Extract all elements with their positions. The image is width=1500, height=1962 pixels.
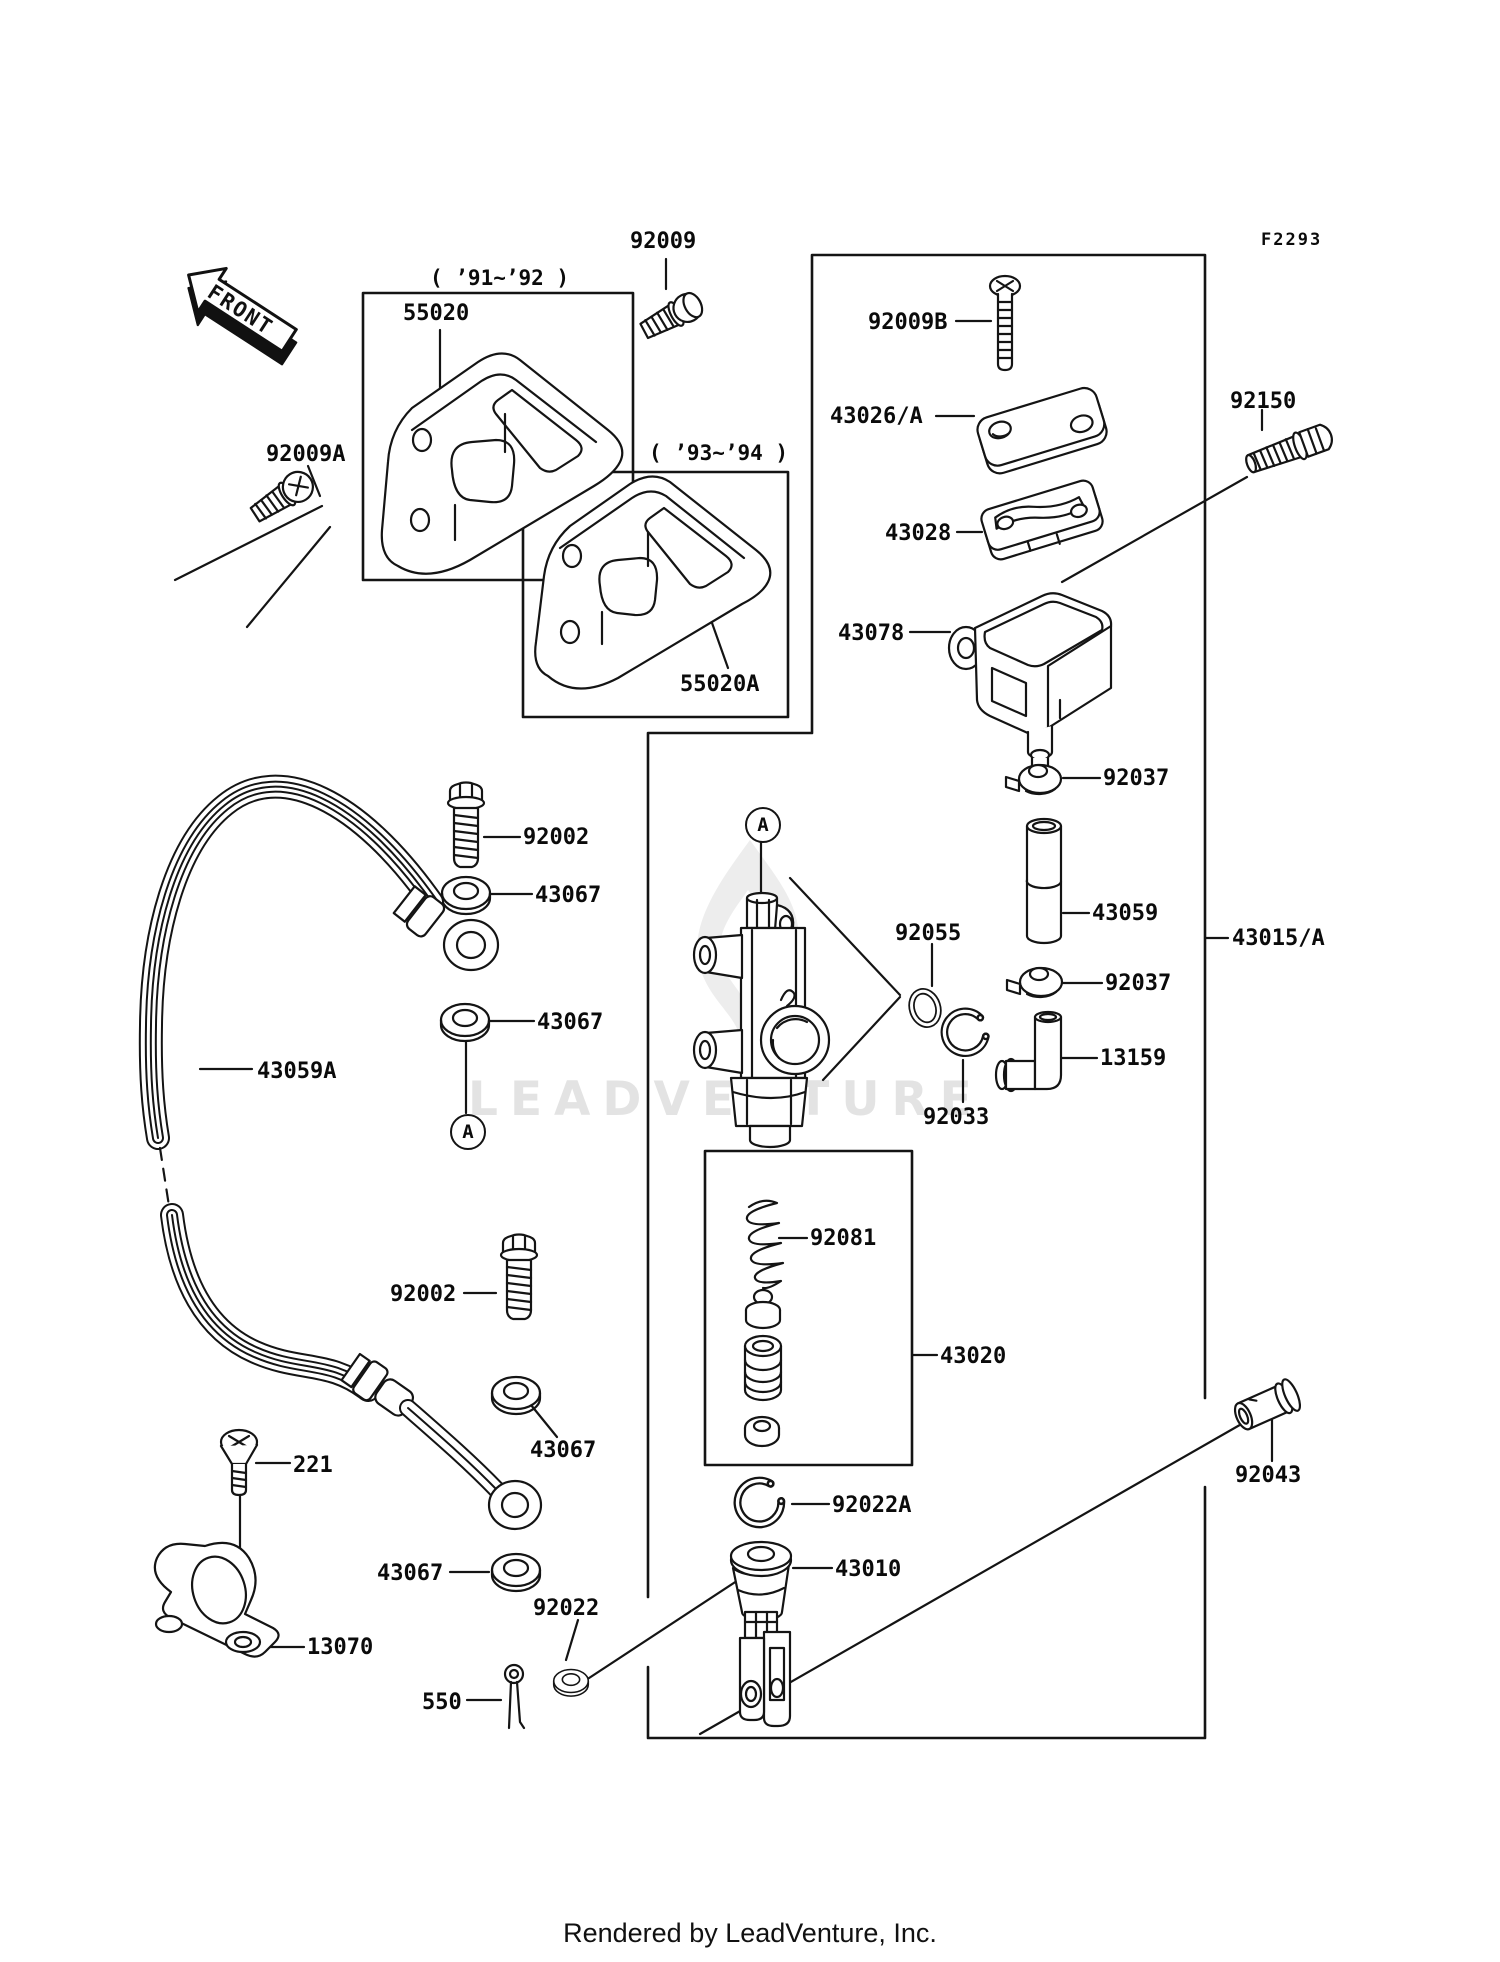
callout-92002-lower: 92002 bbox=[390, 1282, 457, 1307]
clamp-92037-lower bbox=[1005, 966, 1064, 999]
callout-92022A: 92022A bbox=[832, 1493, 912, 1518]
pin-92043 bbox=[1233, 1378, 1302, 1431]
kit-piston bbox=[743, 1334, 783, 1402]
bracket-13070 bbox=[153, 1541, 280, 1658]
callout-43015A: 43015/A bbox=[1232, 926, 1325, 951]
callout-43067-3: 43067 bbox=[530, 1438, 597, 1463]
parts-kit-box bbox=[703, 1149, 914, 1467]
box-91-92 bbox=[361, 291, 635, 582]
callout-13070: 13070 bbox=[307, 1635, 374, 1660]
callout-92009B: 92009B bbox=[868, 310, 948, 335]
callout-221: 221 bbox=[293, 1453, 333, 1478]
circlip-92022A bbox=[733, 1475, 789, 1529]
box-93-94 bbox=[521, 470, 790, 719]
callout-43020: 43020 bbox=[940, 1344, 1007, 1369]
kit-end-seal bbox=[743, 1415, 781, 1448]
front-arrow: FRONT bbox=[187, 266, 298, 366]
callout-43067-4: 43067 bbox=[377, 1561, 444, 1586]
callout-92037-lower: 92037 bbox=[1105, 971, 1172, 996]
bolt-92150 bbox=[1245, 423, 1334, 474]
screw-92009B bbox=[988, 274, 1022, 372]
callout-55020: 55020 bbox=[403, 301, 470, 326]
washer-43067-4 bbox=[490, 1552, 542, 1593]
elbow-13159 bbox=[994, 1010, 1063, 1093]
diaphragm-43028 bbox=[980, 479, 1104, 561]
screw-92009A bbox=[249, 470, 315, 523]
tube-43059 bbox=[1025, 817, 1063, 945]
hose-43059A bbox=[138, 774, 543, 1531]
callout-43067-1: 43067 bbox=[535, 883, 602, 908]
callout-92081: 92081 bbox=[810, 1226, 877, 1251]
figure-code: F2293 bbox=[1261, 230, 1323, 250]
washer-43067-1 bbox=[440, 875, 492, 916]
callout-43010: 43010 bbox=[835, 1557, 902, 1582]
callout-92033: 92033 bbox=[923, 1105, 990, 1130]
callout-13159: 13159 bbox=[1100, 1046, 1167, 1071]
callout-92150: 92150 bbox=[1230, 389, 1297, 414]
range-label-91-92: ( ’91~’92 ) bbox=[430, 266, 570, 290]
pushrod-43010 bbox=[729, 1540, 793, 1728]
clamp-92037-upper bbox=[1004, 763, 1063, 796]
master-cylinder-body bbox=[692, 891, 831, 1149]
callout-92009A: 92009A bbox=[266, 442, 346, 467]
callout-43067-2: 43067 bbox=[537, 1010, 604, 1035]
callout-43078: 43078 bbox=[838, 621, 905, 646]
callout-92055: 92055 bbox=[895, 921, 962, 946]
leadventure-watermark-text: LEADVENTURE bbox=[468, 1072, 984, 1127]
washer-43067-3 bbox=[490, 1375, 542, 1416]
callout-43059: 43059 bbox=[1092, 901, 1159, 926]
screw-92009 bbox=[639, 291, 704, 340]
washer-43067-2 bbox=[439, 1002, 491, 1043]
callout-92043: 92043 bbox=[1235, 1463, 1302, 1488]
bracket-55020 bbox=[380, 352, 624, 575]
cotter-pin-550 bbox=[503, 1663, 526, 1730]
leader-lines bbox=[173, 257, 1274, 1736]
banjo-bolt-92002-lower bbox=[499, 1233, 539, 1321]
callout-92002-upper: 92002 bbox=[523, 825, 590, 850]
screw-221 bbox=[219, 1428, 259, 1497]
callout-43059A: 43059A bbox=[257, 1059, 337, 1084]
callout-92037-upper: 92037 bbox=[1103, 766, 1170, 791]
main-assembly-box bbox=[646, 253, 1207, 1740]
kit-cup-seal bbox=[744, 1288, 782, 1330]
bracket-55020A bbox=[534, 475, 772, 690]
reservoir-cover-43026 bbox=[976, 386, 1108, 475]
callout-55020A: 55020A bbox=[680, 672, 760, 697]
oring-92055 bbox=[908, 988, 942, 1028]
range-label-93-94: ( ’93~’94 ) bbox=[649, 441, 789, 465]
callout-43028: 43028 bbox=[885, 521, 952, 546]
view-marker-a-top: A bbox=[745, 807, 781, 843]
reservoir-43078 bbox=[947, 592, 1113, 774]
kit-spring-92081 bbox=[745, 1199, 785, 1290]
washer-92022 bbox=[552, 1668, 590, 1697]
circlip-92033 bbox=[944, 1011, 988, 1053]
callout-92022: 92022 bbox=[533, 1596, 600, 1621]
view-marker-a-left: A bbox=[450, 1114, 486, 1150]
callout-550: 550 bbox=[422, 1690, 462, 1715]
callout-92009: 92009 bbox=[630, 229, 697, 254]
banjo-bolt-92002-upper bbox=[446, 781, 486, 869]
render-credit: Rendered by LeadVenture, Inc. bbox=[563, 1918, 937, 1948]
callout-43026A: 43026/A bbox=[830, 404, 923, 429]
